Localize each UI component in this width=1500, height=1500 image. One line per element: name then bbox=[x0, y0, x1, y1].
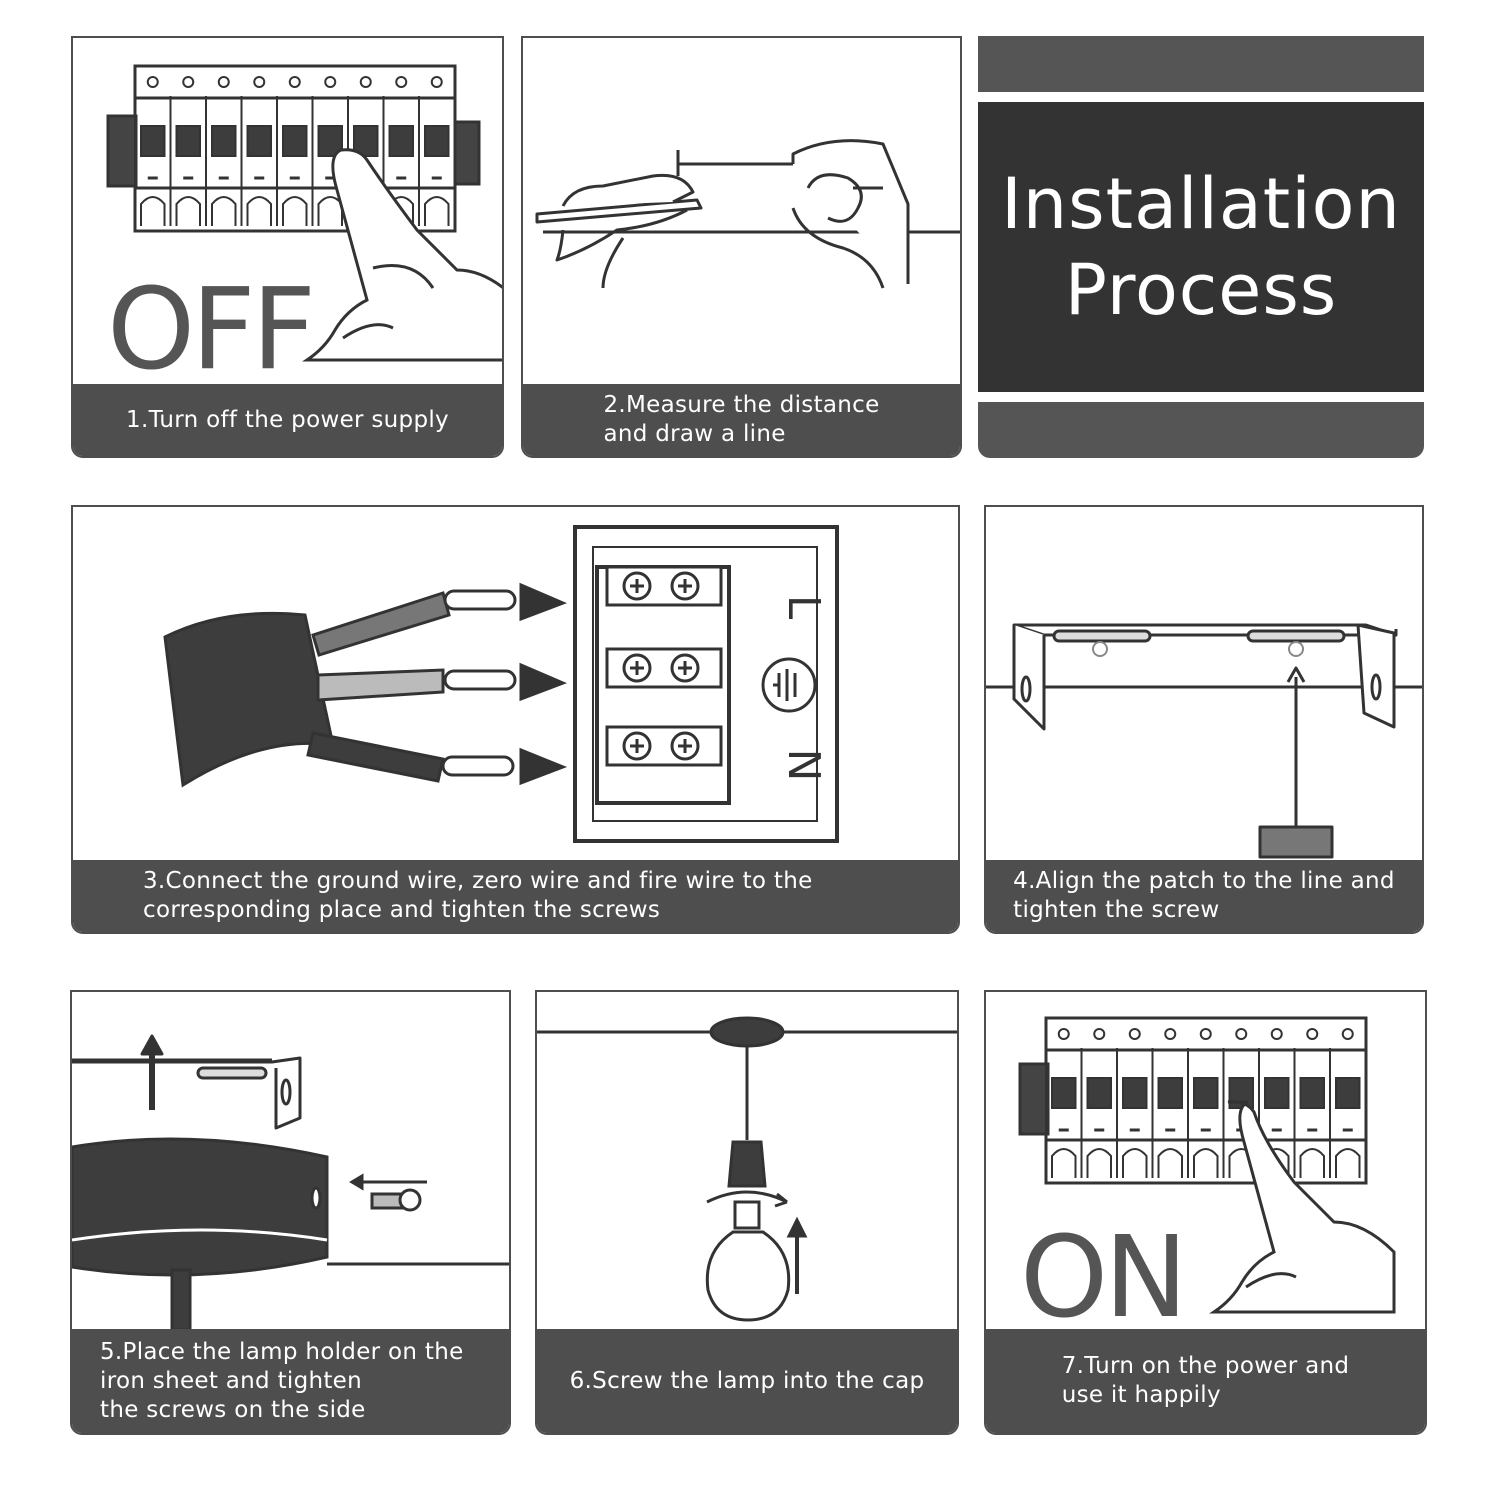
step-4-caption: 4.Align the patch to the line and tighte… bbox=[986, 860, 1422, 932]
title-line-1: Installation bbox=[1001, 163, 1401, 245]
title-line-2: Process bbox=[1064, 249, 1338, 331]
terminal-n-label: N bbox=[778, 749, 829, 782]
bracket-illustration bbox=[986, 623, 1422, 859]
bulb-illustration bbox=[537, 1016, 957, 1322]
step-1-panel: OFF 1.Turn off the power supply bbox=[71, 36, 504, 458]
title-bar-top bbox=[978, 36, 1424, 92]
step-2-caption: 2.Measure the distance and draw a line bbox=[523, 384, 960, 456]
title-block: Installation Process bbox=[978, 36, 1424, 458]
step-7-caption-text: 7.Turn on the power and use it happily bbox=[1061, 1353, 1350, 1408]
breaker-on-illustration bbox=[1018, 1016, 1396, 1314]
step-4-panel: 4.Align the patch to the line and tighte… bbox=[984, 505, 1424, 934]
step-3-caption-text: 3.Connect the ground wire, zero wire and… bbox=[143, 868, 813, 923]
wiring-illustration: L N bbox=[163, 525, 839, 843]
step-7-caption: 7.Turn on the power and use it happily bbox=[986, 1329, 1425, 1433]
lamp-holder-illustration bbox=[72, 1034, 509, 1332]
step-3-caption: 3.Connect the ground wire, zero wire and… bbox=[73, 860, 958, 932]
step-4-caption-text: 4.Align the patch to the line and tighte… bbox=[1013, 868, 1395, 923]
step-5-caption: 5.Place the lamp holder on the iron shee… bbox=[72, 1329, 509, 1433]
step-2-caption-text: 2.Measure the distance and draw a line bbox=[603, 392, 880, 447]
step-6-caption-text: 6.Screw the lamp into the cap bbox=[569, 1367, 925, 1394]
measure-illustration bbox=[535, 139, 960, 289]
step-6-panel: 6.Screw the lamp into the cap bbox=[535, 990, 959, 1435]
step-1-caption-text: 1.Turn off the power supply bbox=[126, 406, 449, 433]
terminal-l-label: L bbox=[778, 595, 829, 620]
off-label: OFF bbox=[107, 265, 316, 395]
step-1-caption: 1.Turn off the power supply bbox=[73, 384, 502, 456]
breaker-off-illustration bbox=[106, 64, 502, 362]
title-banner: Installation Process bbox=[978, 102, 1424, 392]
step-5-panel: 5.Place the lamp holder on the iron shee… bbox=[70, 990, 511, 1435]
title-bar-bottom bbox=[978, 402, 1424, 458]
step-3-panel: L N 3.Connect the ground wire, zero wire… bbox=[71, 505, 960, 934]
step-2-panel: 2.Measure the distance and draw a line bbox=[521, 36, 962, 458]
step-7-panel: ON 7.Turn on the power and use it happil… bbox=[984, 990, 1427, 1435]
step-6-caption: 6.Screw the lamp into the cap bbox=[537, 1329, 957, 1433]
on-label: ON bbox=[1020, 1213, 1188, 1343]
step-5-caption-text: 5.Place the lamp holder on the iron shee… bbox=[100, 1338, 464, 1423]
